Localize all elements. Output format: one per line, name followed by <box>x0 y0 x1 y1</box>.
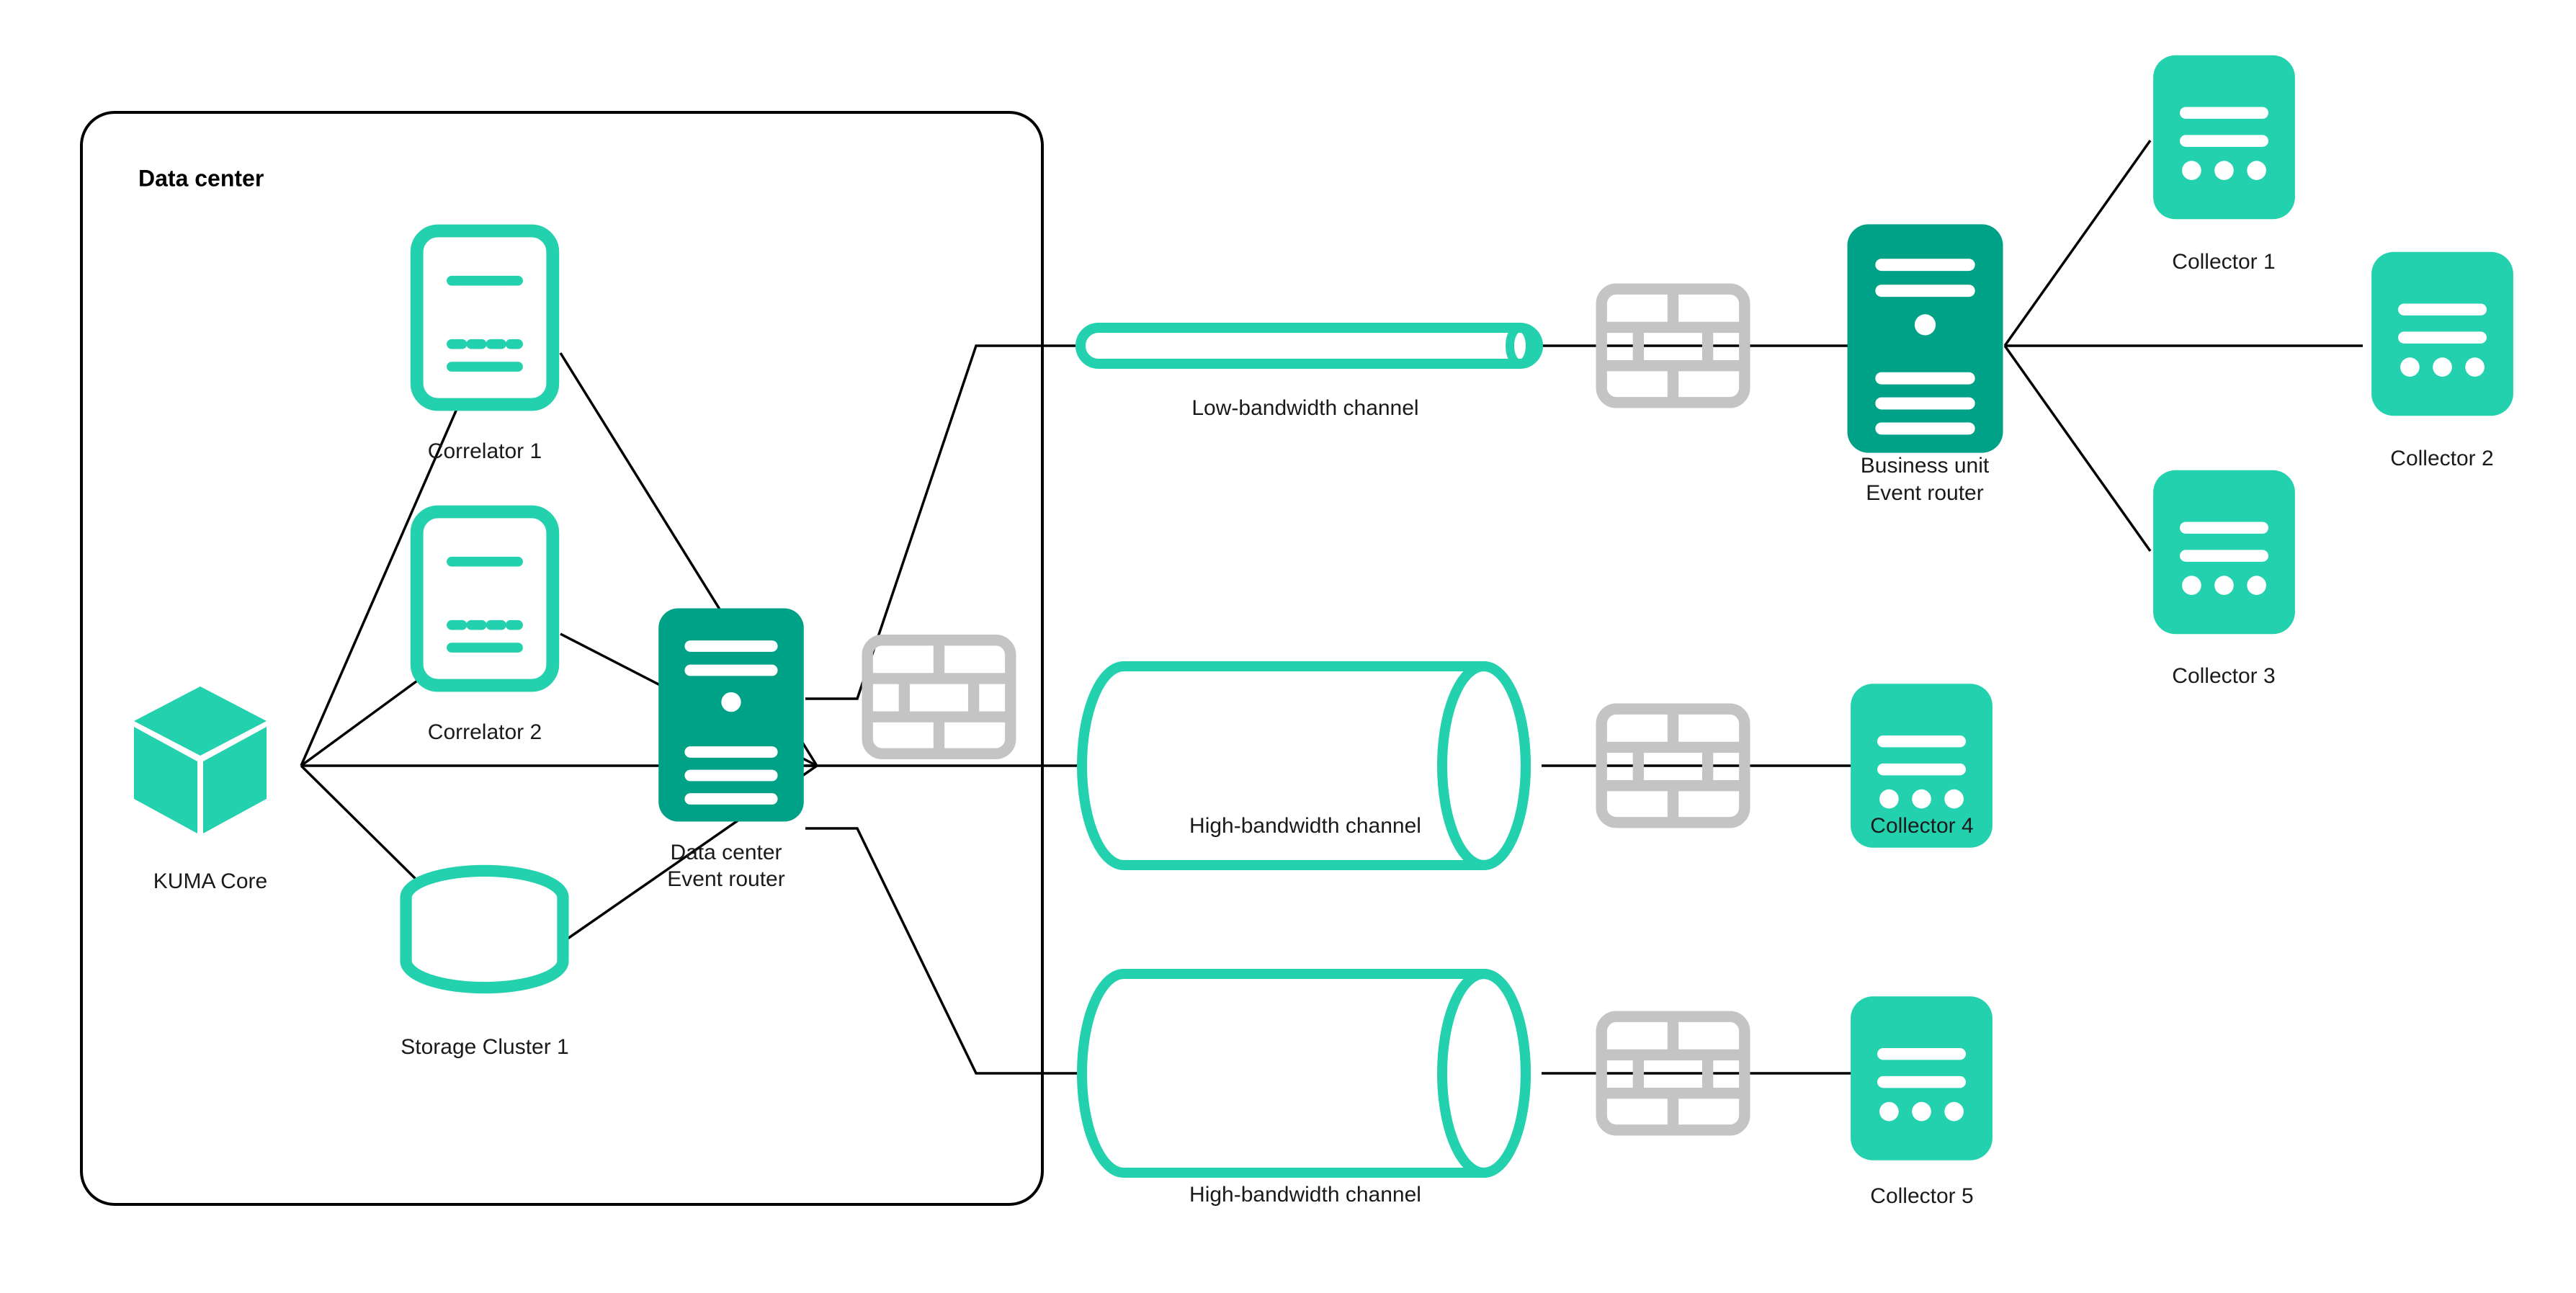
pipe-icon-low <box>1075 323 1543 369</box>
node-collector-3[interactable]: Collector 3 <box>2153 470 2295 688</box>
channel-high-bandwidth-bottom[interactable]: High-bandwidth channel <box>1077 969 1531 1207</box>
node-label-correlator-2: Correlator 2 <box>428 720 542 744</box>
node-storage-cluster-1[interactable]: Storage Cluster 1 <box>401 871 568 1059</box>
node-label-bu-event-router-line2: Event router <box>1866 481 1983 505</box>
node-collector-5[interactable]: Collector 5 <box>1851 996 1993 1208</box>
collector-icon <box>1851 996 1993 1160</box>
node-bu-event-router[interactable]: Business unit Event router <box>1848 224 2003 505</box>
collector-icon <box>2153 470 2295 635</box>
correlator-icon <box>417 511 553 685</box>
channel-label-high-mid: High-bandwidth channel <box>1189 814 1421 838</box>
link-burouter-collector3 <box>2003 344 2152 552</box>
node-label-storage-cluster-1: Storage Cluster 1 <box>401 1035 568 1059</box>
node-firewall-dc[interactable] <box>867 640 1011 754</box>
channel-high-bandwidth-mid[interactable]: High-bandwidth channel <box>1077 661 1531 870</box>
database-icon <box>406 871 563 988</box>
node-label-dc-event-router-line1: Data center <box>670 841 782 864</box>
node-kuma-core[interactable]: KUMA Core <box>134 686 267 893</box>
data-center-label: Data center <box>138 165 264 191</box>
channel-low-bandwidth[interactable]: Low-bandwidth channel <box>1075 323 1543 420</box>
link-burouter-collector1 <box>2003 139 2152 347</box>
node-label-collector-3: Collector 3 <box>2172 664 2275 688</box>
link-dcrouter-low-channel <box>805 344 1088 700</box>
firewall-icon <box>867 640 1011 754</box>
node-correlator-1[interactable]: Correlator 1 <box>417 231 553 463</box>
collector-icon <box>2153 55 2295 220</box>
channel-label-high-bottom: High-bandwidth channel <box>1189 1183 1421 1207</box>
collector-icon <box>2371 252 2513 416</box>
pipe-cap-high-bottom <box>1437 969 1531 1178</box>
node-collector-4[interactable]: Collector 4 <box>1851 684 1993 848</box>
link-dcrouter-high-channel-bottom <box>805 827 1088 1075</box>
node-label-kuma-core: KUMA Core <box>153 869 267 893</box>
node-label-collector-4: Collector 4 <box>1870 814 1973 838</box>
channel-label-low: Low-bandwidth channel <box>1191 396 1418 420</box>
link-core-correlator1 <box>300 352 483 766</box>
node-label-dc-event-router-line2: Event router <box>667 867 784 891</box>
pipe-cap-low <box>1506 323 1534 368</box>
node-correlator-2[interactable]: Correlator 2 <box>417 511 553 744</box>
node-collector-1[interactable]: Collector 1 <box>2153 55 2295 274</box>
data-center-boundary <box>80 111 1044 1206</box>
node-label-bu-event-router-line1: Business unit <box>1861 454 1990 478</box>
pipe-cap-high-mid <box>1437 661 1531 870</box>
node-label-collector-2: Collector 2 <box>2390 447 2493 470</box>
node-label-collector-5: Collector 5 <box>1870 1184 1973 1208</box>
node-label-collector-1: Collector 1 <box>2172 250 2275 274</box>
event-router-icon <box>1848 224 2003 452</box>
node-dc-event-router[interactable]: Data center Event router <box>658 608 804 891</box>
node-collector-2[interactable]: Collector 2 <box>2371 252 2513 470</box>
connection-lines <box>300 139 2363 1075</box>
cube-icon <box>134 686 267 833</box>
node-label-correlator-1: Correlator 1 <box>428 439 542 463</box>
correlator-icon <box>417 231 553 404</box>
event-router-icon <box>658 608 804 821</box>
